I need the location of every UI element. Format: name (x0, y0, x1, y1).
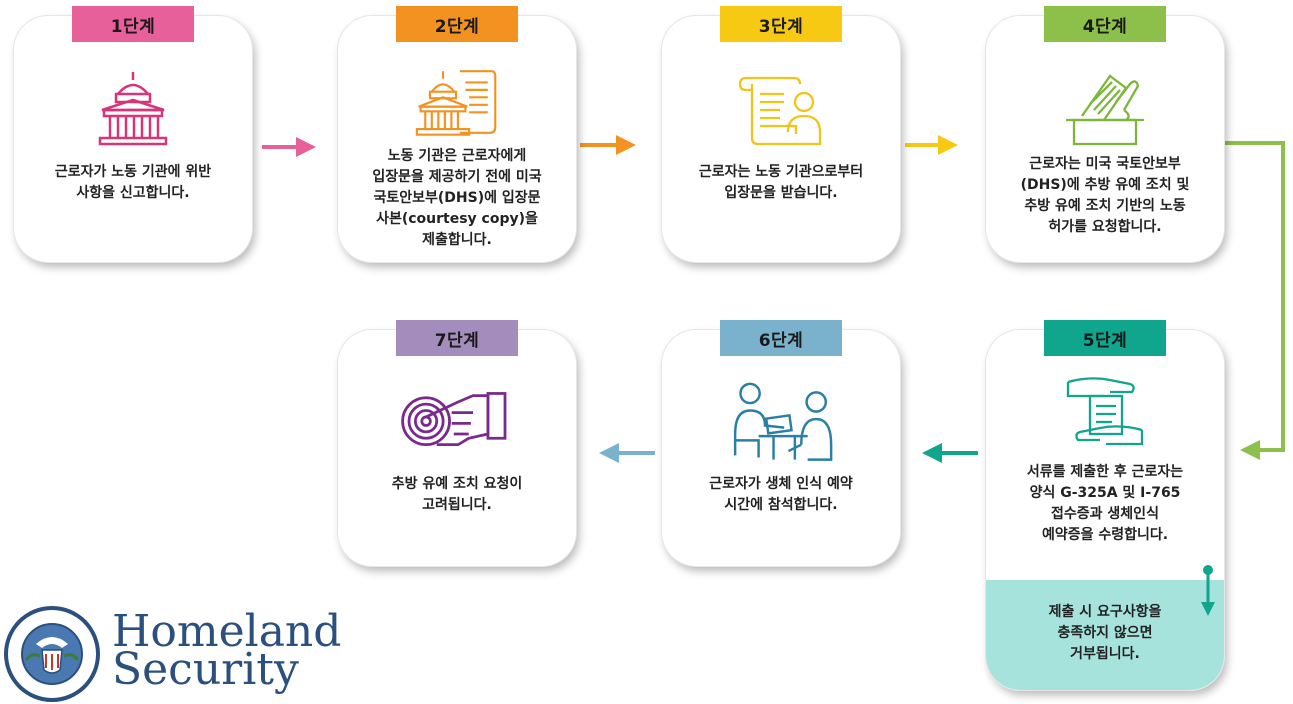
step-3-card: 3단계 근로자는 노동 기관으로부터 입장문을 받습니다. (662, 6, 900, 262)
note-line: 제출 시 요구사항을 (1048, 604, 1162, 620)
note-line: 거부됩니다. (1070, 646, 1140, 662)
step-5-line: 양식 G-325A 및 I-765 (1029, 485, 1181, 501)
step-4-line: 추방 유예 조치 기반의 노동 (1024, 198, 1186, 214)
step-5-line: 접수증과 생체인식 (1051, 506, 1159, 522)
arrow-5-to-6 (922, 443, 978, 463)
step-6-card: 6단계 근로자가 생체 인식 예약 시간에 참석합니다. (662, 320, 900, 566)
step-1-line: 사항을 신고합니다. (76, 185, 190, 201)
arrow-4-to-5 (1225, 141, 1285, 460)
step-2-card: 2단계 노동 기관은 근로자에게 입장문을 제공하기 전에 미국 국토안보부(D… (338, 6, 576, 262)
step-5-line: 예약증을 수령합니다. (1041, 527, 1169, 543)
step-7-card: 7단계 추방 유예 조치 요청이 고려됩니다. (338, 320, 576, 566)
step-4-line: 근로자는 미국 국토안보부 (1029, 156, 1181, 172)
step-1-card: 1단계 근로자가 노동 기관에 위반 사항을 신고합니다. (14, 6, 252, 262)
step-5-badge: 5단계 (1044, 320, 1166, 356)
step-2-badge: 2단계 (396, 6, 518, 42)
step-5-line: 서류를 제출한 후 근로자는 (1026, 464, 1184, 480)
capitol-building-icon (98, 72, 168, 146)
step-2-line: 입장문을 제공하기 전에 미국 (372, 169, 542, 185)
note-line: 충족하지 않으면 (996, 623, 1214, 644)
step-7-text: 추방 유예 조치 요청이 고려됩니다. (354, 474, 560, 516)
dhs-logo: Homeland Security (0, 590, 360, 702)
step-4-card: 4단계 근로자는 미국 국토안보부 (DHS)에 추방 유예 조치 및 추방 유… (986, 6, 1224, 262)
arrow-2-to-3 (580, 135, 636, 155)
arrow-1-to-2 (262, 137, 316, 157)
down-arrow-to-note (1201, 565, 1215, 616)
step-1-line: 근로자가 노동 기관에 위반 (54, 164, 212, 180)
step-4-badge: 4단계 (1044, 6, 1166, 42)
dhs-seal-icon (4, 606, 100, 702)
hands-document-icon (1066, 377, 1144, 446)
meeting-people-icon (733, 382, 833, 461)
step-4-line: 허가를 요청합니다. (1048, 219, 1162, 235)
step-5-card: 제출 시 요구사항을 충족하지 않으면 거부됩니다. 서류를 제출한 후 근로자… (986, 330, 1224, 690)
fingerprint-hand-icon (401, 392, 507, 447)
logo-word-security: Security (112, 644, 299, 695)
step-6-text: 근로자가 생체 인식 예약 시간에 참석합니다. (678, 474, 884, 516)
step-2-text: 노동 기관은 근로자에게 입장문을 제공하기 전에 미국 국토안보부(DHS)에… (354, 146, 560, 251)
step-1-badge: 1단계 (72, 6, 194, 42)
step-2-line: 사본(courtesy copy)을 (376, 211, 538, 227)
step-2-line: 제출합니다. (422, 232, 492, 248)
note-emphasis: 않으면 (1113, 625, 1153, 641)
arrow-6-to-7 (599, 443, 655, 463)
step-3-line: 입장문을 받습니다. (724, 185, 838, 201)
step-2-line: 노동 기관은 근로자에게 (387, 148, 527, 164)
step-5-text: 서류를 제출한 후 근로자는 양식 G-325A 및 I-765 접수증과 생체… (1002, 462, 1208, 546)
step-7-badge: 7단계 (396, 320, 518, 356)
person-receiving-document-icon (738, 76, 822, 146)
ballot-box-icon (1066, 74, 1144, 146)
step-3-badge: 3단계 (720, 6, 842, 42)
step-6-badge: 6단계 (720, 320, 842, 356)
step-4-line: (DHS)에 추방 유예 조치 및 (1020, 177, 1190, 193)
step-2-line: 국토안보부(DHS)에 입장문 (373, 190, 541, 206)
step-7-line: 고려됩니다. (422, 497, 492, 513)
step-1-text: 근로자가 노동 기관에 위반 사항을 신고합니다. (30, 162, 236, 204)
step-7-line: 추방 유예 조치 요청이 (391, 476, 523, 492)
capitol-building-document-icon (415, 70, 497, 136)
step-6-line: 시간에 참석합니다. (724, 497, 838, 513)
note-line-part: 충족하지 (1057, 625, 1114, 641)
rejection-note-text: 제출 시 요구사항을 충족하지 않으면 거부됩니다. (996, 602, 1214, 665)
logo-word-homeland: Homeland (112, 606, 342, 657)
step-6-line: 근로자가 생체 인식 예약 (709, 476, 853, 492)
step-3-text: 근로자는 노동 기관으로부터 입장문을 받습니다. (678, 162, 884, 204)
step-4-text: 근로자는 미국 국토안보부 (DHS)에 추방 유예 조치 및 추방 유예 조치… (1002, 154, 1208, 238)
rejection-note: 제출 시 요구사항을 충족하지 않으면 거부됩니다. (986, 580, 1224, 690)
arrow-3-to-4 (905, 135, 958, 155)
step-3-line: 근로자는 노동 기관으로부터 (698, 164, 864, 180)
